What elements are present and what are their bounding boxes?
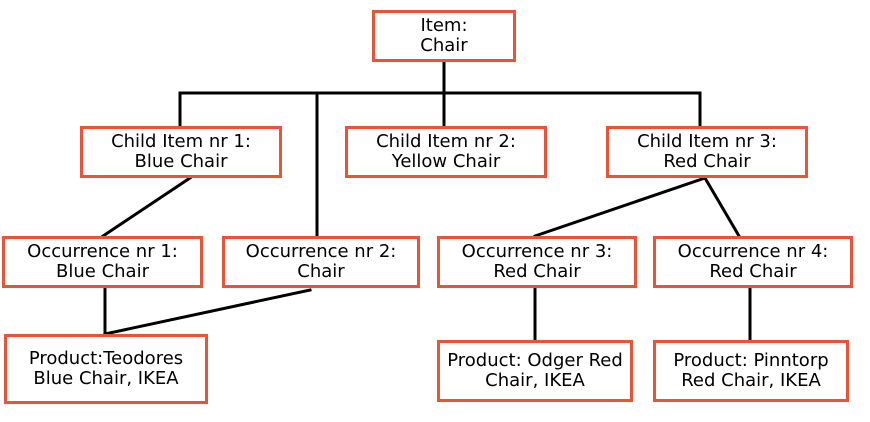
node-occurrence-2[interactable]: Occurrence nr 2:Chair [222,236,420,288]
node-occurrence-1[interactable]: Occurrence nr 1:Blue Chair [2,236,203,288]
node-occurrence-2-line2: Chair [297,261,345,282]
connector-child-3-to-occurrence-3 [533,176,707,238]
node-occurrence-3-line1: Occurrence nr 3: [461,240,613,262]
node-occurrence-4-line1: Occurrence nr 4: [677,240,829,262]
node-product-odger-line1: Product: Odger Red [447,349,623,371]
node-item-chair[interactable]: Item:Chair [372,10,516,62]
node-item-chair-line1: Item: [420,14,468,36]
node-occurrence-1-line1: Occurrence nr 1: [27,240,178,262]
node-occurrence-4-line2: Red Chair [709,261,797,282]
connector-occurrence-2-to-product-teodores [103,288,312,336]
node-child-item-2-line1: Child Item nr 2: [376,130,516,152]
node-product-pinntorp-line2: Red Chair, IKEA [681,370,821,391]
node-occurrence-4[interactable]: Occurrence nr 4:Red Chair [653,236,853,288]
node-child-item-2-line2: Yellow Chair [391,151,501,172]
node-product-teodores-line1: Product:Teodores [28,347,184,369]
node-child-item-3-line1: Child Item nr 3: [637,130,777,152]
node-child-item-1-line2: Blue Chair [134,151,228,172]
connector-child-1-to-occurrence-1 [100,175,193,239]
node-child-item-3[interactable]: Child Item nr 3:Red Chair [606,126,808,178]
node-occurrence-3-line2: Red Chair [493,261,581,282]
node-child-item-3-line2: Red Chair [663,151,751,172]
node-item-chair-line2: Chair [420,35,468,56]
node-occurrence-1-line2: Blue Chair [56,261,149,282]
node-child-item-1[interactable]: Child Item nr 1:Blue Chair [80,126,282,178]
node-product-teodores-line2: Blue Chair, IKEA [33,368,179,389]
node-occurrence-3[interactable]: Occurrence nr 3:Red Chair [437,236,637,288]
node-child-item-2[interactable]: Child Item nr 2:Yellow Chair [345,126,547,178]
node-occurrence-2-line1: Occurrence nr 2: [245,240,397,262]
node-product-pinntorp-line1: Product: Pinntorp [673,349,829,371]
node-child-item-1-line1: Child Item nr 1: [111,130,251,152]
connector-child-3-to-occurrence-4 [702,175,742,239]
node-product-odger-line2: Chair, IKEA [485,370,585,391]
